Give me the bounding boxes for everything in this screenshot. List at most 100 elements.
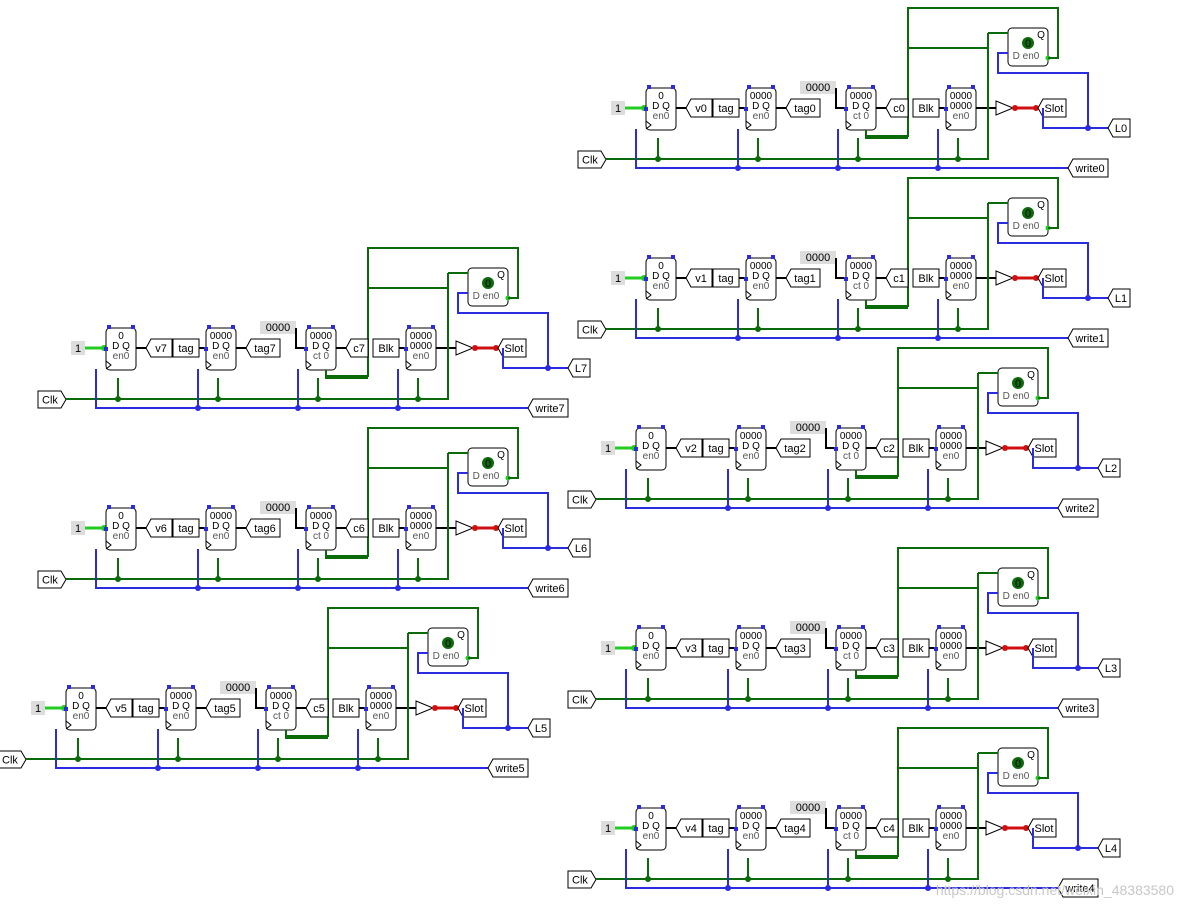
line-select	[997, 52, 1108, 129]
counter-feedback	[325, 370, 368, 379]
counter-feedback	[865, 130, 908, 139]
junction-dot	[415, 396, 421, 402]
junction-dot	[945, 876, 951, 882]
const-one-3: 1	[605, 643, 611, 655]
tag-register-4-pins: D Q	[742, 821, 760, 832]
block-register-0-pins: 0000	[950, 101, 973, 112]
block-register-3-pins: 0000	[940, 641, 963, 652]
clk-pin-4-box	[567, 870, 597, 889]
block-register-4-pin	[934, 827, 938, 831]
block-register-3-clock-marker	[935, 660, 942, 670]
block-register-2-pin	[937, 425, 941, 429]
flipflop-state-value: 0	[1025, 208, 1031, 220]
block-register-3-en: en0	[943, 651, 960, 662]
counter-in-wire	[825, 428, 836, 449]
counter-5-pin	[267, 685, 271, 689]
counter-7-clock-marker	[305, 360, 312, 370]
counter-5-en: ct 0	[273, 711, 290, 722]
block-register-6-pin	[407, 505, 411, 509]
junction-dot	[275, 756, 281, 762]
counter-pin-5: c5	[313, 703, 325, 715]
counter-1-clock-marker	[845, 290, 852, 300]
tag-register-5-value: 0000	[170, 691, 193, 702]
slot-select	[1042, 278, 1088, 299]
valid-register-5-pins: D Q	[72, 701, 90, 712]
valid-register-1-pins: D Q	[652, 271, 670, 282]
valid-register-1-clock-marker	[645, 290, 652, 300]
slot-pin-5: Slot	[465, 703, 484, 715]
const-zero-7: 0000	[266, 322, 290, 334]
counter-in-wire	[295, 328, 306, 349]
valid-register-4-en: en0	[643, 831, 660, 842]
write-bus	[95, 549, 528, 589]
counter-pin-0: c0	[893, 103, 905, 115]
flipflop-loop	[327, 607, 479, 659]
clk-pin-1-box	[577, 320, 607, 339]
counter-0-pins: D Q	[852, 101, 870, 112]
slot-select	[502, 528, 548, 549]
counter-feedback	[855, 850, 898, 859]
tag-register-6-en: en0	[213, 531, 230, 542]
tag-input-0: tag	[718, 103, 733, 115]
junction-dot	[493, 525, 499, 531]
tag-register-2-pins: D Q	[742, 441, 760, 452]
clk-pin-0: Clk	[582, 155, 598, 167]
tag-register-6-pin	[231, 505, 235, 509]
tag-register-3-en: en0	[743, 651, 760, 662]
write-bus	[635, 299, 1068, 339]
block-register-5-clock-marker	[365, 720, 372, 730]
block-register-3-pin	[934, 647, 938, 651]
tag-register-7-en: en0	[213, 351, 230, 362]
const-one-box	[71, 341, 85, 355]
write-pin-5-box	[487, 758, 529, 778]
counter-5-value: 0000	[270, 691, 293, 702]
tag-register-6-value: 0000	[210, 511, 233, 522]
tag-register-7-value: 0000	[210, 331, 233, 342]
block-register-4-clock-marker	[935, 840, 942, 850]
counter-7-en: ct 0	[313, 351, 330, 362]
valid-register-3-pins: D Q	[642, 641, 660, 652]
flipflop-state-value: 0	[445, 638, 451, 650]
counter-3-pin	[861, 625, 865, 629]
flipflop-state	[1022, 37, 1034, 49]
flipflop-loop	[367, 427, 519, 479]
blk-input-5: Blk	[338, 703, 354, 715]
const-zero-box	[800, 81, 836, 94]
tag-register-2-pin	[761, 425, 765, 429]
valid-register-2-pin	[634, 447, 638, 451]
counter-0-clock-marker	[845, 120, 852, 130]
valid-register-7-pins: D Q	[112, 341, 130, 352]
valid-pin-3: v3	[685, 643, 697, 655]
line-select	[417, 652, 528, 729]
line-pin-1-box	[1107, 288, 1131, 308]
line-pin-1: L1	[1115, 293, 1127, 305]
slot-pin-2: Slot	[1035, 443, 1054, 455]
counter-pin-7-box	[345, 338, 369, 358]
tri-state-buffer	[455, 340, 475, 356]
tag-register-4-clock-marker	[735, 840, 742, 850]
valid-register-2-pin	[661, 425, 665, 429]
const-one-box	[71, 521, 85, 535]
block-register-0-value: 0000	[950, 91, 973, 102]
tag-register-7-pins: D Q	[212, 341, 230, 352]
tag-register-2-en: en0	[743, 451, 760, 462]
flipflop-q: Q	[497, 270, 505, 281]
valid-pin-0-box	[685, 98, 713, 118]
flipflop-loop	[907, 7, 1059, 59]
tag-pin-4: tag4	[784, 823, 805, 835]
line-pin-5: L5	[535, 723, 547, 735]
clk-pin-5: Clk	[2, 755, 18, 767]
tri-state-buffer	[415, 700, 435, 716]
junction-dot	[453, 705, 459, 711]
counter-4-pin	[834, 827, 838, 831]
write-pin-0-box	[1067, 158, 1109, 178]
tag-register-0-value: 0000	[750, 91, 773, 102]
junction-dot	[925, 705, 931, 711]
clk-pin-3-box	[567, 690, 597, 709]
clk-pin-6-box	[37, 570, 67, 589]
const-one-7: 1	[75, 343, 81, 355]
flipflop-q: Q	[1027, 750, 1035, 761]
junction-dot	[855, 326, 861, 332]
block-register-7-pin	[431, 325, 435, 329]
